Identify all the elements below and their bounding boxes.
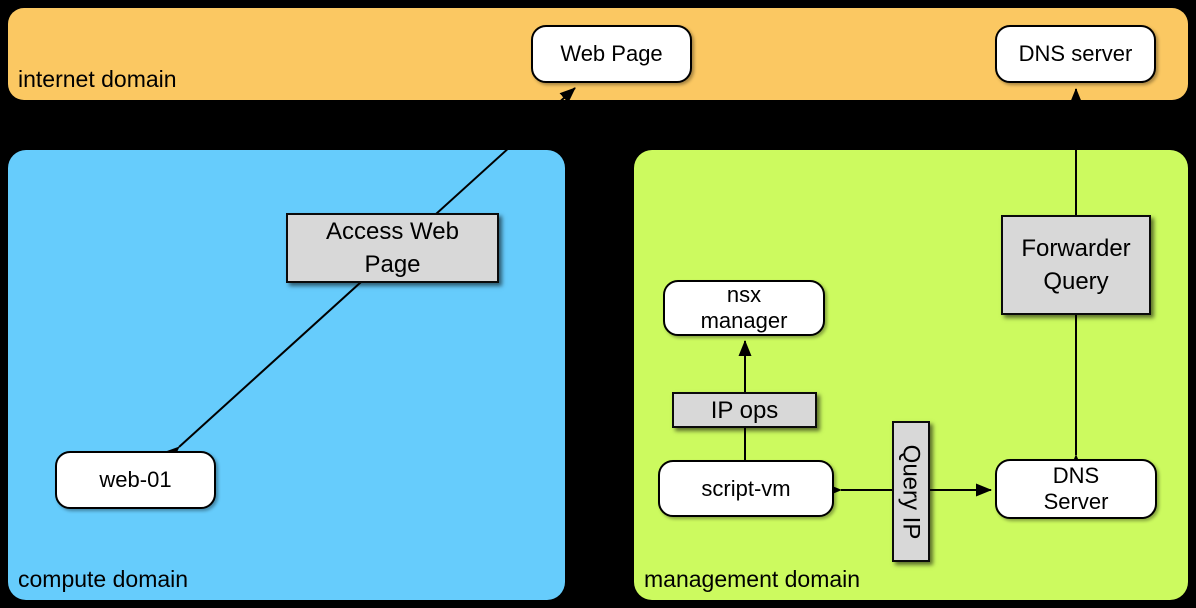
node-nsx-manager-label-line1: nsx <box>726 282 762 307</box>
edge-label-access-web-page: Access Web Page <box>286 213 499 283</box>
node-dns-server-internet-label: DNS server <box>1018 41 1133 66</box>
node-web-01: web-01 <box>55 451 216 509</box>
node-script-vm-label: script-vm <box>701 475 791 501</box>
edge-label-ip-ops-text: IP ops <box>710 396 779 424</box>
management-domain-label: management domain <box>644 565 861 592</box>
node-web-01-label: web-01 <box>99 467 172 492</box>
node-dns-server-mgmt-label-line1: DNS <box>1052 463 1100 488</box>
node-web-page: Web Page <box>531 25 692 83</box>
node-dns-server-internet: DNS server <box>995 25 1156 83</box>
node-nsx-manager-label-line2: manager <box>700 308 788 333</box>
edge-label-access-web-page-line1: Access Web <box>326 218 459 245</box>
edge-label-forwarder-query-line2: Query <box>1043 268 1109 295</box>
edge-label-forwarder-query: Forwarder Query <box>1001 215 1151 315</box>
edge-label-query-ip: Query IP <box>892 421 930 562</box>
edge-label-query-ip-text: Query IP <box>897 444 925 539</box>
node-script-vm: script-vm <box>658 460 834 517</box>
node-nsx-manager: nsx manager <box>663 280 825 336</box>
edge-label-forwarder-query-line1: Forwarder <box>1021 235 1131 262</box>
edge-label-access-web-page-line2: Page <box>364 251 421 278</box>
node-dns-server-mgmt-label-line2: Server <box>1043 489 1109 514</box>
edge-label-ip-ops: IP ops <box>672 392 817 428</box>
node-dns-server-mgmt: DNS Server <box>995 459 1157 519</box>
node-web-page-label: Web Page <box>560 41 663 66</box>
internet-domain-label: internet domain <box>18 65 177 92</box>
compute-domain-label: compute domain <box>18 565 189 592</box>
